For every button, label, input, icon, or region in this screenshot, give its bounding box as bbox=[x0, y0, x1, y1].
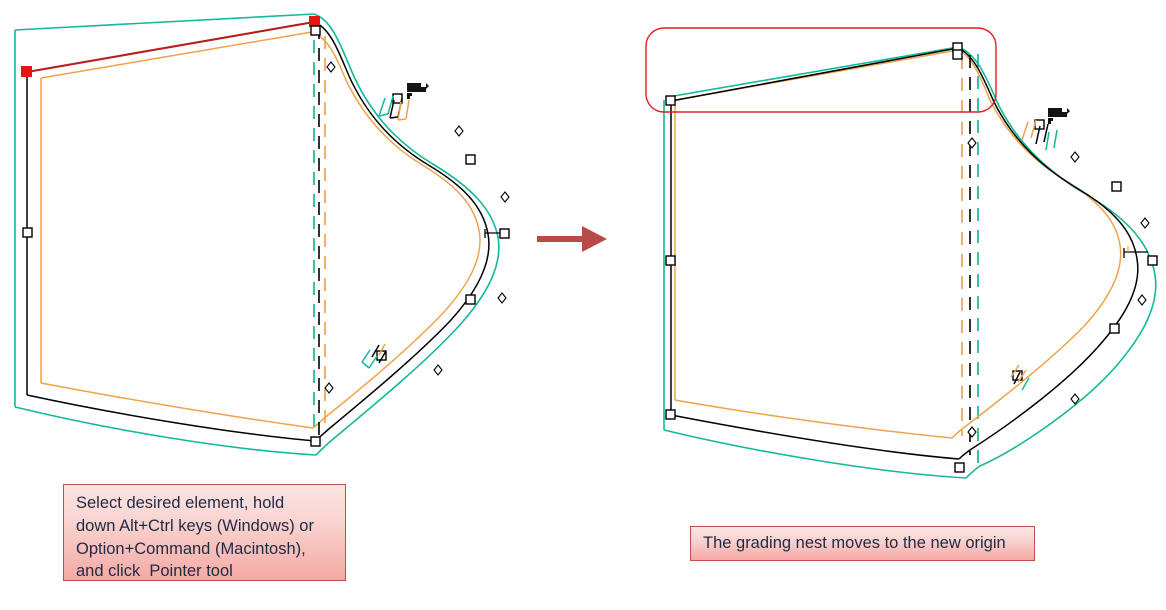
pointer-tool-icon bbox=[407, 83, 429, 99]
transition-arrow bbox=[537, 226, 607, 252]
grain-tick-before bbox=[484, 229, 500, 238]
nest-line-small-before bbox=[40, 31, 481, 429]
new-origin-highlight bbox=[645, 27, 997, 113]
pointer-tool-icon-after bbox=[1048, 108, 1070, 124]
instruction-line-1: Select desired element, hold bbox=[76, 494, 285, 512]
notch-upper-after bbox=[1021, 119, 1058, 151]
result-callout-text: The grading nest moves to the new origin bbox=[703, 534, 1006, 553]
nest-line-small-after bbox=[674, 49, 1122, 439]
base-size-outline-after bbox=[670, 47, 1139, 460]
instruction-line-4: and click Pointer tool bbox=[76, 562, 233, 581]
curve-markers-before bbox=[324, 61, 510, 394]
nest-line-large-before bbox=[14, 13, 500, 456]
selected-top-edge-before[interactable] bbox=[26, 20, 315, 74]
control-points-after[interactable] bbox=[665, 42, 1158, 473]
instruction-callout: Select desired element, hold down Alt+Ct… bbox=[63, 484, 346, 581]
selection-handle-start[interactable] bbox=[21, 66, 32, 77]
selection-handle-end[interactable] bbox=[309, 16, 320, 27]
curve-markers-after bbox=[967, 137, 1150, 438]
notch-upper-before bbox=[378, 95, 410, 121]
nest-line-large-after bbox=[663, 46, 1157, 479]
control-points-before[interactable] bbox=[22, 25, 510, 447]
base-size-outline-before bbox=[26, 21, 490, 442]
instruction-line-2: down Alt+Ctrl keys (Windows) or bbox=[76, 516, 314, 535]
panel-before bbox=[14, 13, 510, 456]
grain-ticks-after bbox=[1123, 246, 1148, 258]
result-callout: The grading nest moves to the new origin bbox=[690, 526, 1035, 561]
panel-after bbox=[645, 27, 1158, 479]
notch-lower-after bbox=[1010, 364, 1030, 391]
instruction-line-3: Option+Command (Macintosh), bbox=[76, 539, 306, 558]
notch-lower-before bbox=[361, 343, 387, 369]
